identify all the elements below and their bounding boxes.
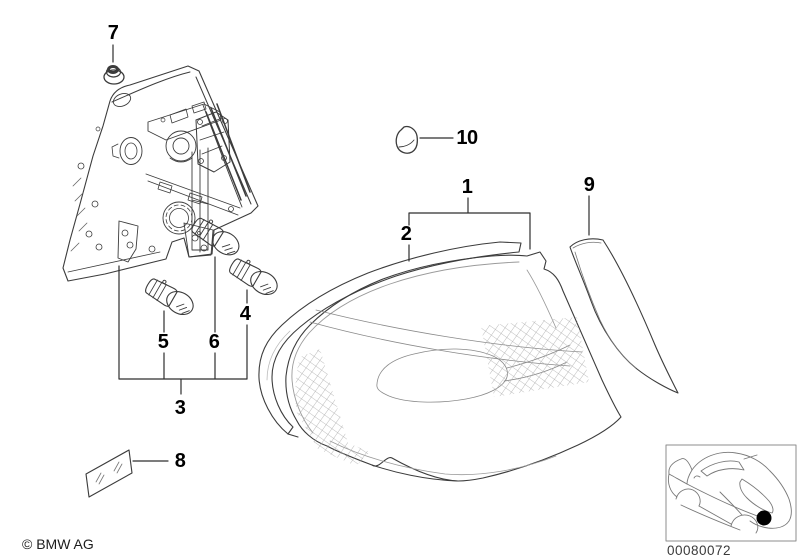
diagram-number: 00080072 (667, 543, 732, 558)
tail-light-lens-part (285, 251, 622, 482)
seal-strip-part (569, 238, 679, 394)
callout-label-4[interactable]: 4 (239, 303, 251, 325)
taillight-location-marker (756, 510, 772, 526)
bulb-part-4 (226, 253, 283, 300)
callout-label-6[interactable]: 6 (208, 331, 220, 353)
label-sticker-part (85, 449, 133, 498)
car-location-thumbnail (665, 444, 797, 542)
callout-lines (112, 44, 590, 462)
callout-label-1[interactable]: 1 (461, 176, 473, 198)
copyright-text: © BMW AG (22, 536, 94, 552)
bulb-part-5 (142, 273, 199, 320)
callout-label-10[interactable]: 10 (456, 127, 478, 149)
gasket-part (258, 241, 522, 438)
callout-label-5[interactable]: 5 (157, 331, 169, 353)
callout-label-9[interactable]: 9 (583, 174, 595, 196)
callout-label-8[interactable]: 8 (174, 450, 186, 472)
bulb-carrier-part (62, 65, 259, 282)
callout-label-3[interactable]: 3 (174, 397, 186, 419)
cap-part (395, 125, 418, 154)
callout-label-7[interactable]: 7 (107, 22, 119, 44)
callout-label-2[interactable]: 2 (400, 223, 412, 245)
grommet-part (103, 65, 125, 85)
